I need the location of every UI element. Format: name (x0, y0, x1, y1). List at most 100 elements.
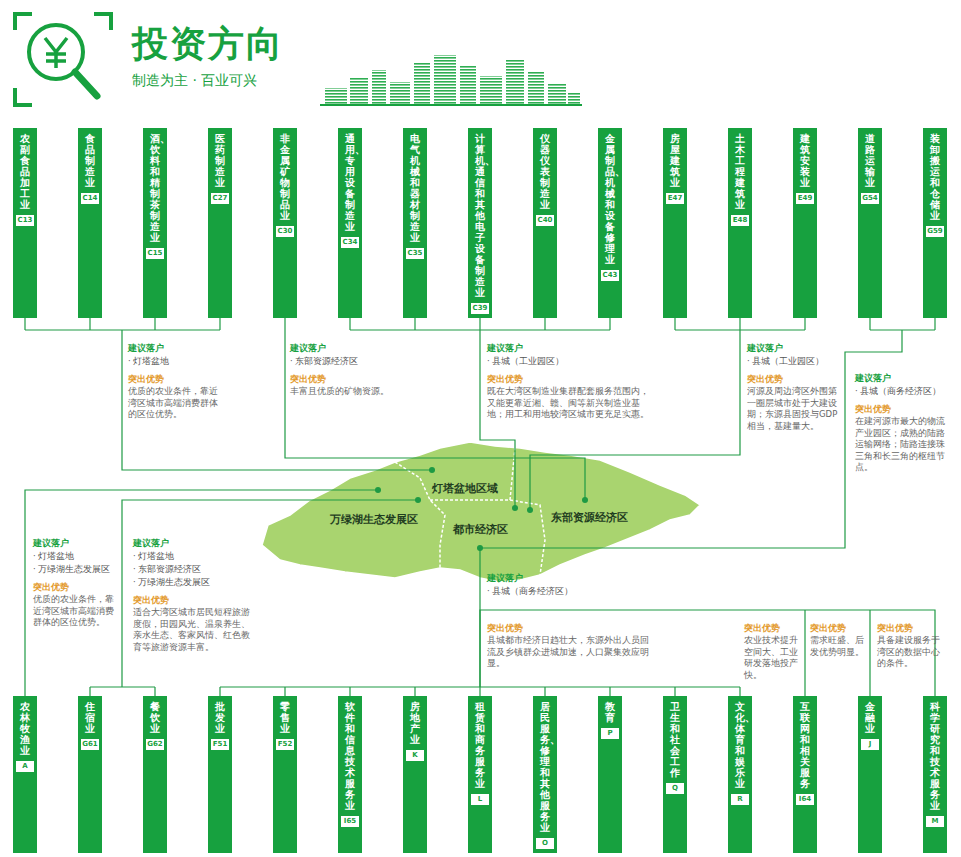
industry-bar: 土木工程建筑业E48 (728, 128, 752, 318)
location-item: · 东部资源经济区 (133, 563, 251, 575)
page-title: 投资方向 (132, 20, 284, 69)
leader-line (609, 687, 610, 696)
advantage-heading: 突出优势 (747, 373, 838, 385)
leader-line (414, 318, 415, 330)
industry-name: 互联网和相关服务 (800, 701, 810, 789)
industry-bar: 通用、专用设备制造业C34 (338, 128, 362, 318)
industry-code: J (860, 738, 880, 751)
industry-code: L (470, 793, 490, 806)
industry-name: 农林牧渔业 (20, 701, 30, 756)
industry-name: 道路运输业 (865, 133, 875, 188)
industry-code: I65 (340, 815, 360, 828)
leader-line (674, 687, 675, 696)
location-dot (527, 507, 533, 513)
industry-bar: 电气机械和器材制造业C35 (403, 128, 427, 318)
subtitle: 制造为主 · 百业可兴 (132, 72, 257, 90)
industry-bar: 金属制品、机械和设备修理业C43 (598, 128, 622, 318)
industry-code: C34 (340, 236, 360, 249)
industry-bar: 住宿业G61 (78, 696, 102, 853)
advantage-heading: 突出优势 (290, 373, 400, 385)
advantage-heading: 突出优势 (133, 594, 251, 606)
industry-bar: 道路运输业G54 (858, 128, 882, 318)
industry-name: 科学研究和技术服务业 (930, 701, 940, 811)
industry-bar: 非金属矿物制品业 C30 (273, 128, 297, 318)
location-item: · 东部资源经济区 (290, 355, 400, 367)
industry-name: 文化、体育和娱乐业 (735, 701, 745, 789)
location-item: · 灯塔盆地 (128, 355, 223, 367)
leader-line (869, 318, 870, 330)
industry-code: C40 (535, 214, 555, 227)
region-label: 东部资源经济区 (551, 511, 628, 525)
advantage-text: 适合大湾区城市居民短程旅游度假，田园风光、温泉养生、亲水生态、客家风情、红色教育… (133, 607, 251, 653)
industry-code: E47 (665, 192, 685, 205)
industry-bar: 零售业F52 (273, 696, 297, 853)
advantage-heading: 突出优势 (487, 622, 655, 634)
industry-code: C15 (145, 247, 165, 260)
industry-code: K (405, 749, 425, 762)
location-heading: 建议落户 (33, 537, 118, 549)
industry-bar: 房地产业 K (403, 696, 427, 853)
advantage-text: 优质的农业条件，靠近湾区城市高端消费群体的区位优势。 (33, 594, 118, 629)
leader-line (739, 687, 740, 696)
advantage-text: 丰富且优质的矿物资源。 (290, 386, 400, 398)
location-item: · 县城（工业园区） (747, 355, 838, 367)
leader-line (24, 318, 25, 330)
advantage-heading: 突出优势 (877, 622, 943, 634)
industry-name: 非金属矿物制品业 (280, 133, 290, 221)
leader-line (122, 330, 432, 470)
industry-code: R (730, 793, 750, 806)
industry-name: 租赁和商务服务业 (475, 701, 485, 789)
industry-name: 酒、饮料和精制茶制造业 (150, 133, 160, 243)
industry-bar: 批发业F51 (208, 696, 232, 853)
industry-name: 房地产业 (410, 701, 420, 745)
leader-line (869, 610, 870, 696)
industry-code: C43 (600, 269, 620, 282)
advantage-heading: 突出优势 (810, 622, 866, 634)
leader-line (154, 318, 155, 330)
leader-line (219, 318, 220, 330)
industry-code: G62 (145, 738, 165, 751)
advantage-text: 既在大湾区制造业集群配套服务范围内，又能更靠近湘、赣、闽等新兴制造业基地；用工和… (487, 386, 657, 421)
leader-line (479, 687, 480, 696)
advantage-heading: 突出优势 (487, 373, 657, 385)
industry-bar: 教育P (598, 696, 622, 853)
location-heading: 建议落户 (133, 537, 251, 549)
advantage-text: 县城都市经济日趋壮大，东源外出人员回流及乡镇群众进城加速，人口聚集效应明显。 (487, 635, 655, 670)
industry-code: C14 (80, 192, 100, 205)
location-item: · 灯塔盆地 (133, 550, 251, 562)
leader-line (349, 687, 350, 696)
region-label: 灯塔盆地区域 (432, 482, 498, 496)
advantage-heading: 突出优势 (744, 622, 801, 634)
leader-line (804, 318, 805, 330)
region-label: 万绿湖生态发展区 (330, 513, 418, 527)
industry-name: 住宿业 (85, 701, 95, 734)
location-item: · 县城（商务经济区） (487, 585, 617, 597)
industry-name: 零售业 (280, 701, 290, 734)
leader-line (349, 318, 350, 330)
leader-line (544, 687, 545, 696)
industry-name: 农副食品加工业 (20, 133, 30, 210)
industry-name: 软件和信息技术服务业 (345, 701, 355, 811)
industry-name: 卫生和社会工作 (670, 701, 680, 778)
industry-name: 建筑安装业 (800, 133, 810, 188)
industry-code: I64 (795, 793, 815, 806)
location-item: · 县城（商务经济区） (855, 385, 951, 397)
leader-line (609, 318, 610, 330)
leader-line (674, 318, 675, 330)
industry-code: O (535, 837, 555, 850)
industry-bar: 食品制造业 C14 (78, 128, 102, 318)
industry-name: 计算机、通信和其他电子设备制造业 (475, 133, 485, 298)
leader-line (122, 500, 418, 687)
industry-bar: 建筑安装业E49 (793, 128, 817, 318)
location-heading: 建议落户 (290, 342, 400, 354)
industry-name: 食品制造业 (85, 133, 95, 188)
industry-code: C30 (275, 225, 295, 238)
location-dot (582, 497, 588, 503)
industry-name: 装卸搬运和仓储业 (930, 133, 940, 221)
industry-name: 餐饮业 (150, 701, 160, 734)
leader-line (480, 330, 902, 548)
location-dot (429, 467, 435, 473)
industry-name: 电气机械和器材制造业 (410, 133, 420, 243)
location-heading: 建议落户 (855, 372, 951, 384)
leader-line (284, 687, 285, 696)
